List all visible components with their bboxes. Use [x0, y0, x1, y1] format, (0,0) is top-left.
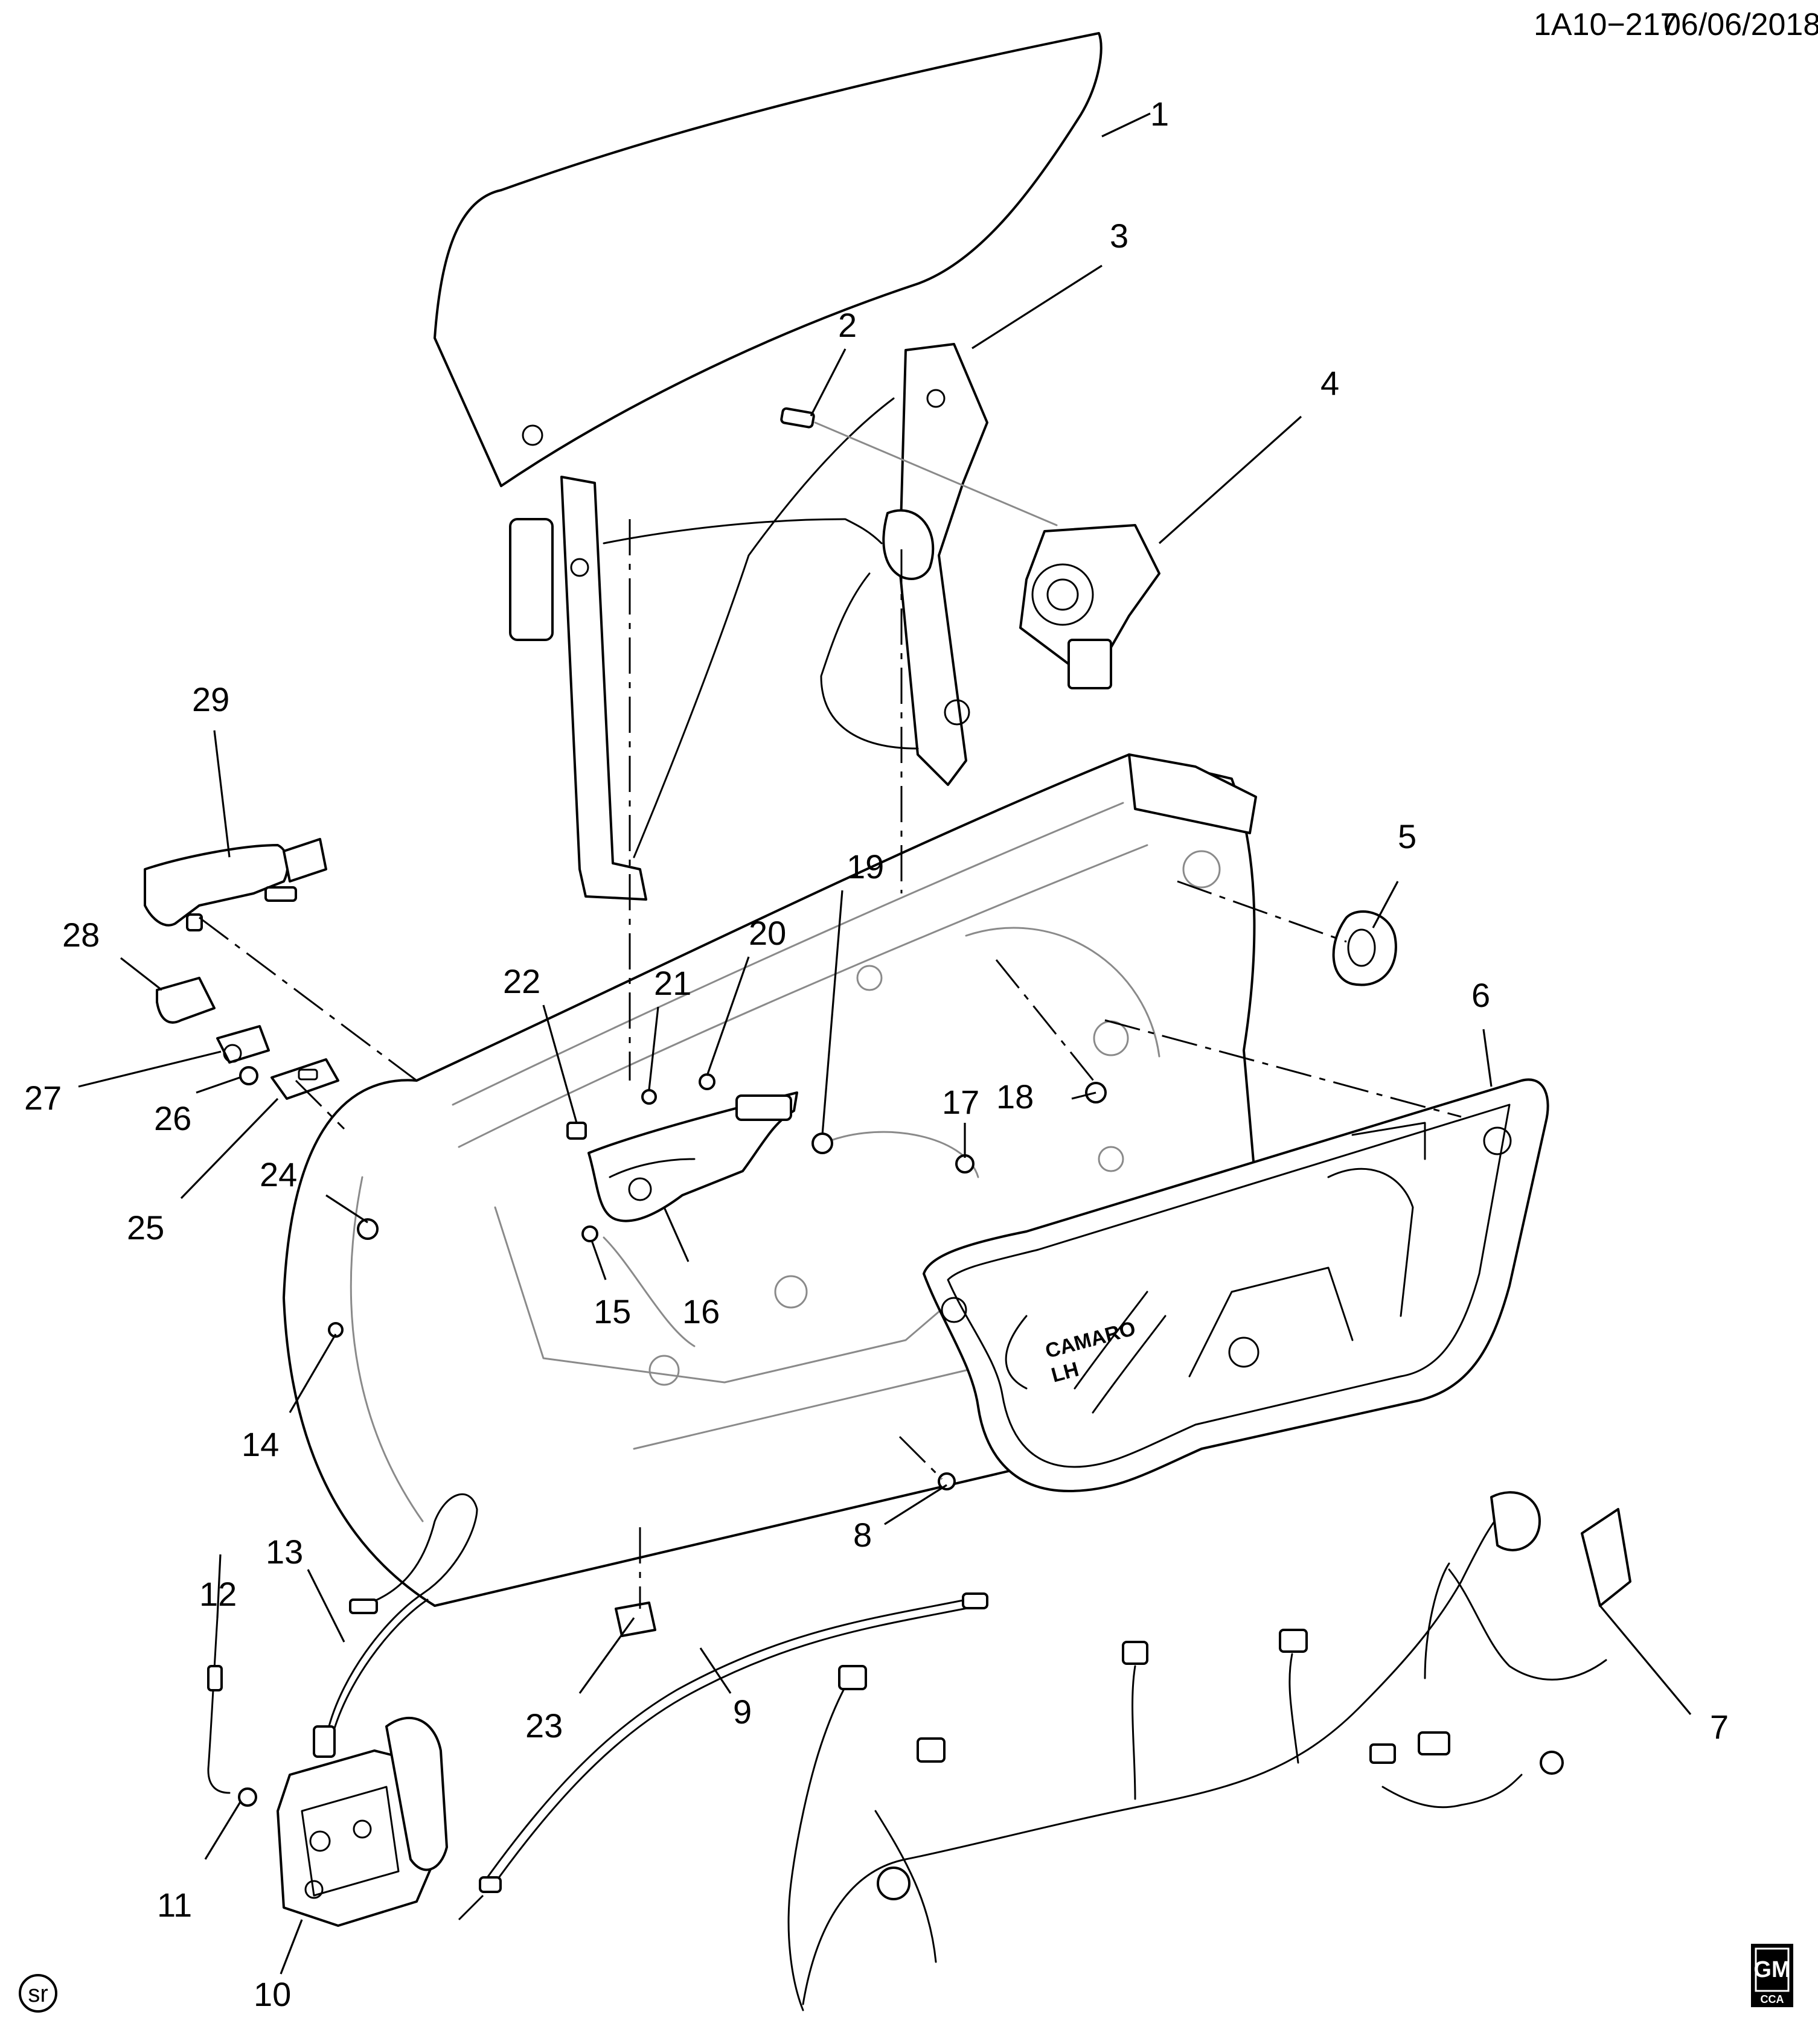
callout-15: 15 [594, 1292, 631, 1330]
gm-logo: GM CCA [1751, 1944, 1793, 2007]
callout-22: 22 [503, 962, 540, 1000]
callout-18: 18 [996, 1078, 1034, 1116]
bracket-22-part [566, 1122, 587, 1140]
grommet-part [1332, 910, 1397, 986]
callout-4: 4 [1320, 364, 1339, 402]
cylinder-fastener-part [239, 1066, 258, 1085]
lock-rod-part [207, 1617, 231, 1794]
window-regulator-part [509, 343, 988, 901]
plug-8-part [938, 1472, 956, 1490]
diagram-date: 06/06/2018 [1663, 7, 1818, 42]
callout-21: 21 [654, 964, 691, 1002]
callout-8: 8 [853, 1516, 872, 1554]
callout-3: 3 [1110, 217, 1128, 255]
door-plug-24-part [357, 1218, 379, 1240]
nut-17-part [955, 1154, 975, 1174]
drain-seal-23-part [615, 1602, 656, 1637]
outside-handle-cable-part [479, 1592, 988, 1893]
callout-5: 5 [1398, 817, 1416, 855]
callout-19: 19 [847, 848, 884, 886]
callout-6: 6 [1471, 976, 1490, 1014]
water-deflector-part: CAMARO LH [923, 1078, 1549, 1492]
callout-24: 24 [260, 1155, 297, 1193]
callout-14: 14 [242, 1425, 279, 1463]
callout-25: 25 [127, 1209, 164, 1247]
callout-9: 9 [733, 1693, 752, 1731]
callout-26: 26 [154, 1099, 191, 1137]
source-mark-badge: sr [19, 1974, 57, 2013]
lock-cylinder-part [216, 1025, 270, 1064]
screw-14-part [328, 1322, 344, 1338]
callout-10: 10 [254, 1975, 291, 2013]
wiring-harness-part [787, 1491, 1631, 2011]
callout-11: 11 [157, 1886, 192, 1924]
callout-16: 16 [682, 1292, 720, 1330]
handle-cap-part [156, 977, 216, 1024]
callout-13: 13 [266, 1533, 303, 1571]
regulator-bolt-part [780, 407, 1058, 526]
svg-text:CCA: CCA [1761, 1993, 1784, 2005]
callout-20: 20 [749, 914, 786, 952]
callout-12: 12 [199, 1575, 237, 1613]
outside-handle-part [144, 838, 327, 931]
handle-frame-part [587, 1091, 798, 1222]
inside-handle-cable-part [313, 1493, 478, 1758]
window-motor-part [1019, 524, 1160, 689]
bolt-20-part [699, 1073, 715, 1090]
callout-27: 27 [24, 1079, 62, 1117]
nut-19-part [811, 1132, 833, 1154]
handle-gasket-part [270, 1058, 339, 1100]
callout-29: 29 [192, 680, 229, 718]
nut-21-part [641, 1089, 657, 1105]
door-latch-part [277, 1716, 448, 1927]
svg-text:GM: GM [1753, 1957, 1790, 1982]
callout-1: 1 [1150, 95, 1169, 133]
latch-grommet-part [238, 1787, 257, 1807]
callout-28: 28 [62, 916, 100, 954]
window-glass-part [434, 32, 1103, 487]
callout-17: 17 [942, 1083, 979, 1121]
callout-23: 23 [525, 1707, 563, 1745]
svg-text:sr: sr [28, 1981, 48, 2007]
callout-2: 2 [838, 306, 857, 344]
callout-7: 7 [1710, 1708, 1729, 1746]
screw-15-part [581, 1225, 598, 1242]
diagram-code: 1A10−217 [1534, 7, 1678, 42]
